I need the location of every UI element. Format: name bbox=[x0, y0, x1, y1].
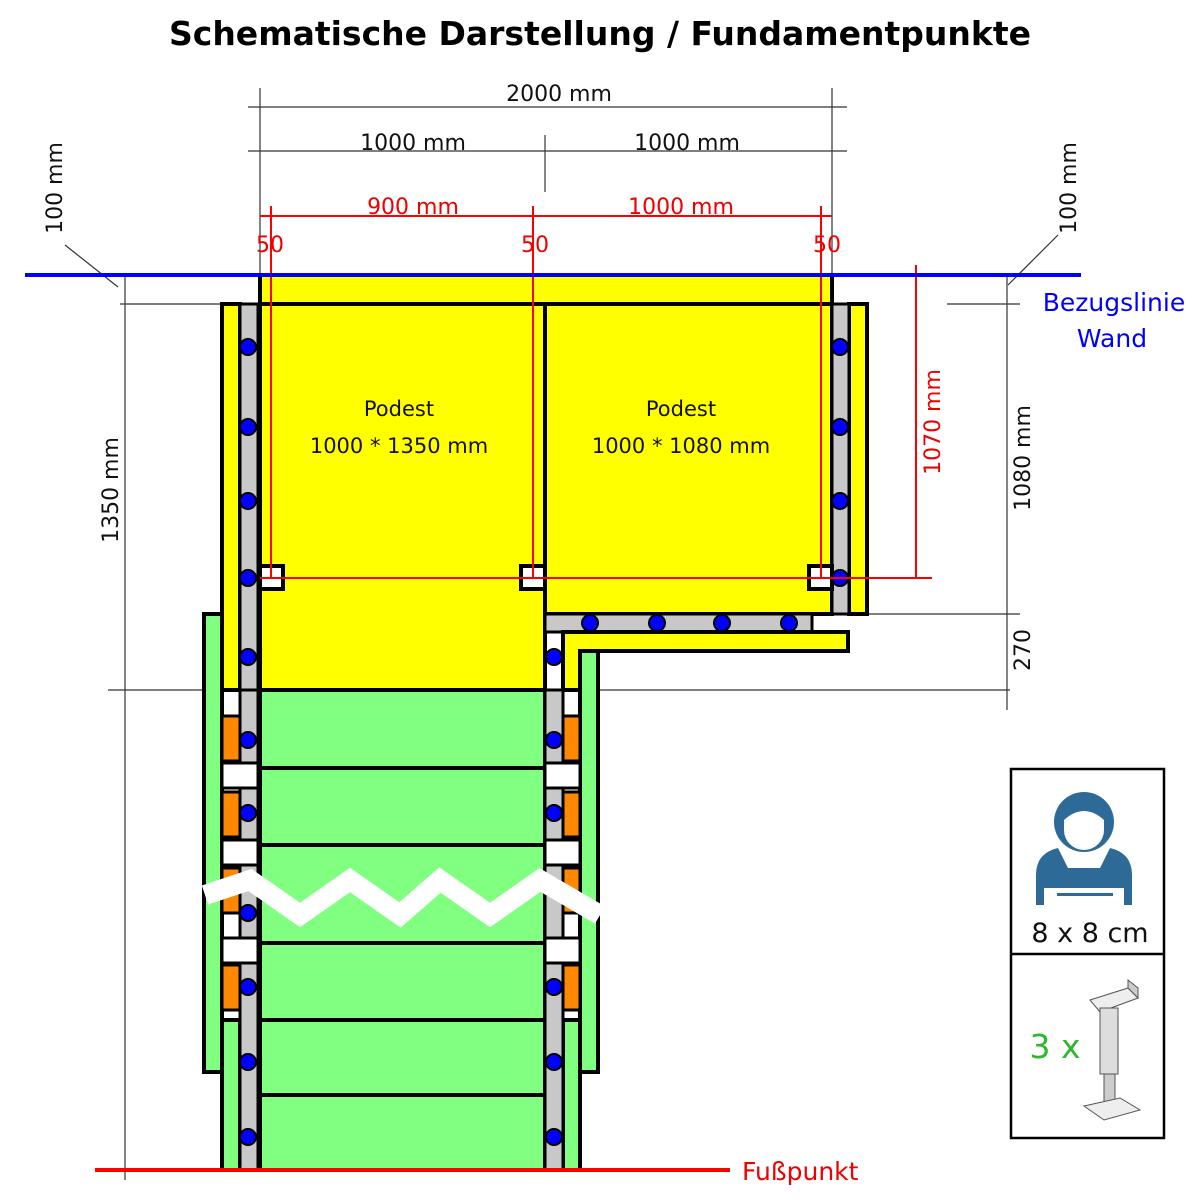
post-dimensions: 900 mm 1000 mm 50 50 50 1070 mm bbox=[256, 195, 946, 579]
foot-label: Fußpunkt bbox=[742, 1157, 859, 1186]
worker-icon bbox=[1036, 792, 1132, 905]
landing-area bbox=[220, 273, 869, 692]
dim-right-depth: 1080 mm bbox=[1011, 405, 1036, 511]
dim-right-width: 1000 mm bbox=[634, 131, 740, 156]
adjustable-support-icon bbox=[1082, 978, 1142, 1121]
dim-offset-right: 50 bbox=[813, 233, 841, 258]
stair-flight bbox=[202, 612, 600, 1172]
dim-right-post-spacing: 1000 mm bbox=[628, 195, 734, 220]
diagram-title: Schematische Darstellung / Fundamentpunk… bbox=[169, 14, 1031, 53]
legend-box: 8 x 8 cm 3 x bbox=[1009, 767, 1166, 1140]
landing-right-label: Podest bbox=[646, 397, 716, 421]
dim-step-offset: 270 bbox=[1011, 629, 1036, 671]
anchor-points bbox=[239, 338, 849, 1146]
dim-post-depth: 1070 mm bbox=[921, 369, 946, 475]
dim-left-depth: 1350 mm bbox=[99, 437, 124, 543]
dim-wall-gap-left: 100 mm bbox=[43, 142, 68, 234]
dim-offset-middle: 50 bbox=[521, 233, 549, 258]
landing-left-size: 1000 * 1350 mm bbox=[310, 434, 488, 458]
support-count-label: 3 x bbox=[1029, 1027, 1080, 1066]
top-dimensions: 2000 mm 1000 mm 1000 mm bbox=[248, 82, 847, 275]
landing-left-label: Podest bbox=[364, 397, 434, 421]
break-line bbox=[201, 867, 606, 928]
dim-offset-left: 50 bbox=[256, 233, 284, 258]
dim-left-post-spacing: 900 mm bbox=[367, 195, 459, 220]
dim-wall-gap-right: 100 mm bbox=[1057, 142, 1082, 234]
reference-label-2: Wand bbox=[1077, 324, 1147, 353]
landing-right-size: 1000 * 1080 mm bbox=[592, 434, 770, 458]
dim-left-width: 1000 mm bbox=[360, 131, 466, 156]
dim-total-width: 2000 mm bbox=[506, 82, 612, 107]
post-size-label: 8 x 8 cm bbox=[1031, 918, 1148, 949]
reference-label-1: Bezugslinie bbox=[1043, 288, 1185, 317]
